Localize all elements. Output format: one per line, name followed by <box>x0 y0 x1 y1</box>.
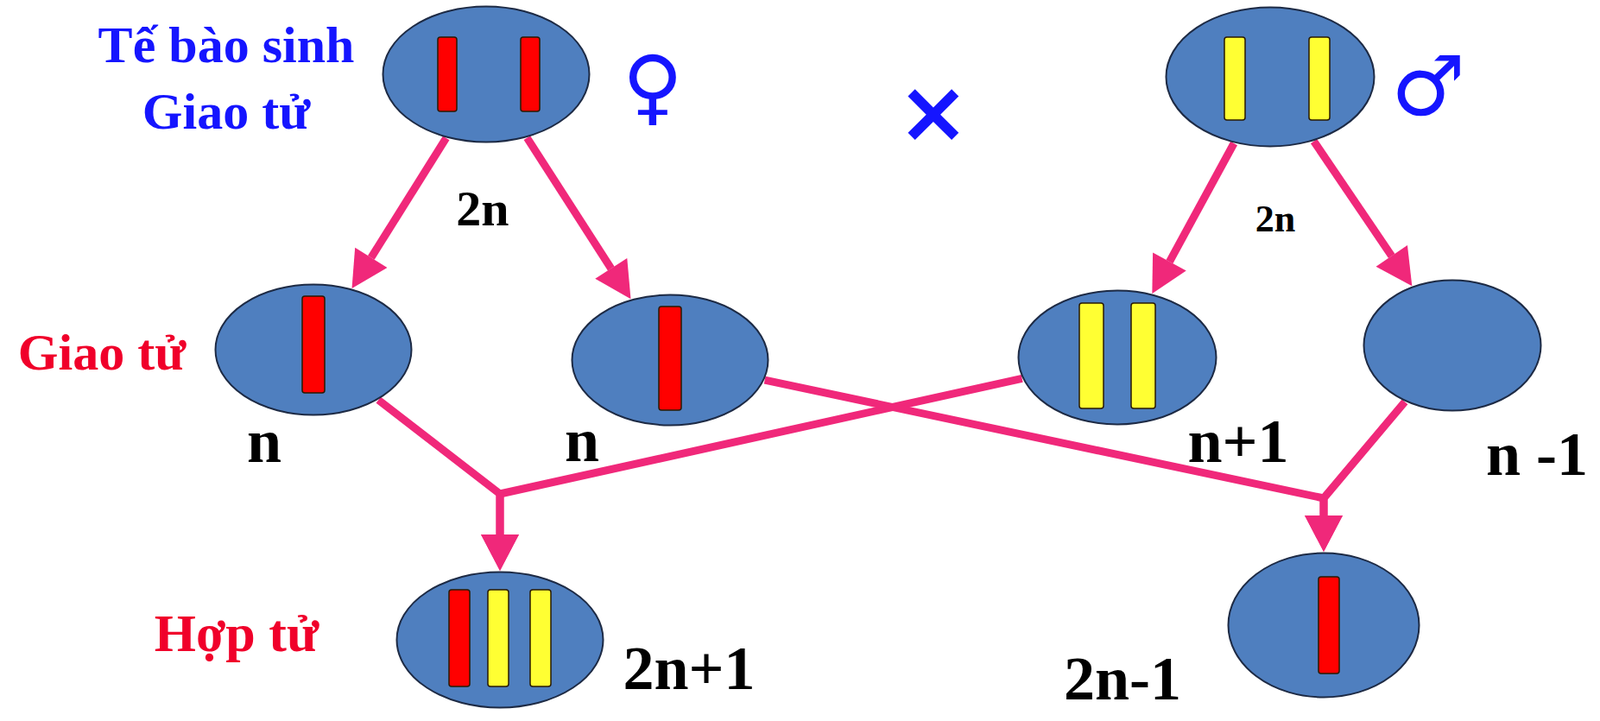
ploidy-label: n <box>564 409 600 472</box>
arrow-connector <box>378 399 519 571</box>
arrow-connector <box>352 138 447 289</box>
chromosome <box>487 589 509 687</box>
chromosome <box>1224 37 1246 121</box>
ploidy-label: 2n <box>1255 200 1296 239</box>
chromosome <box>1318 576 1340 674</box>
chromosome <box>437 37 457 112</box>
cell-body <box>1166 7 1375 147</box>
cell-body <box>215 284 412 416</box>
arrow-connector <box>526 138 631 300</box>
cell-body <box>572 295 769 426</box>
chromosome <box>1309 37 1330 121</box>
connector-line <box>1323 401 1405 516</box>
ploidy-label: 2n <box>455 183 509 234</box>
chromosome <box>1131 303 1156 409</box>
ploidy-label: 2n-1 <box>1063 647 1182 710</box>
caption-label: ♀ <box>622 44 684 128</box>
connector-line <box>378 399 500 535</box>
cell-body <box>1364 280 1542 412</box>
arrow-connector <box>480 378 1023 571</box>
ploidy-label: 2n+1 <box>622 637 755 700</box>
cell: n+1 <box>1017 289 1218 426</box>
ploidy-label: n+1 <box>1187 410 1289 473</box>
cell-outline <box>1164 6 1376 148</box>
cell-body <box>383 6 590 143</box>
arrow-connector <box>1304 401 1405 552</box>
connector-line <box>499 378 1023 535</box>
connector-line <box>1169 143 1234 262</box>
arrow-connector <box>1314 141 1413 287</box>
cell-outline <box>570 293 770 427</box>
arrow-head <box>480 534 519 571</box>
ploidy-label: n <box>246 410 282 473</box>
chromosome <box>520 37 540 112</box>
cell-outline <box>1017 289 1218 426</box>
chromosome <box>530 589 551 687</box>
arrow-head <box>1304 515 1343 552</box>
cell: 2n+1 <box>395 570 605 709</box>
arrow-head <box>594 258 631 299</box>
arrow-head <box>480 534 519 571</box>
cell-body <box>1228 553 1420 698</box>
cell-body <box>1018 290 1217 425</box>
caption-label: Giao tử <box>18 326 186 379</box>
arrow-head <box>1376 245 1413 286</box>
ploidy-label: n -1 <box>1486 423 1588 486</box>
cell-body <box>397 572 604 709</box>
connector-line <box>526 138 611 269</box>
cell: 2n <box>381 5 591 144</box>
cell: 2n-1 <box>1226 551 1421 699</box>
arrow-head <box>1151 252 1186 294</box>
cell-outline <box>395 570 605 709</box>
connector-line <box>371 138 447 259</box>
cell-outline <box>1362 278 1543 412</box>
cell-outline <box>214 283 413 417</box>
caption-label: × <box>897 69 970 156</box>
cell-outline <box>1226 551 1421 699</box>
chromosome <box>1079 303 1104 409</box>
arrow-head <box>1304 515 1343 552</box>
chromosome <box>302 296 325 393</box>
connector-line <box>1314 141 1392 257</box>
cell: n -1 <box>1362 278 1543 412</box>
caption-label: ♂ <box>1391 44 1466 128</box>
caption-label: Tế bào sinh Giao tử <box>79 12 374 146</box>
arrow-connector <box>1151 143 1234 294</box>
cell: n <box>214 283 413 417</box>
chromosome <box>449 589 470 687</box>
cell: 2n <box>1164 6 1376 148</box>
chromosome <box>658 306 682 411</box>
cell-outline <box>381 5 591 144</box>
arrow-head <box>352 247 388 289</box>
cell: n <box>570 293 770 427</box>
caption-label: Hợp tử <box>154 606 319 660</box>
